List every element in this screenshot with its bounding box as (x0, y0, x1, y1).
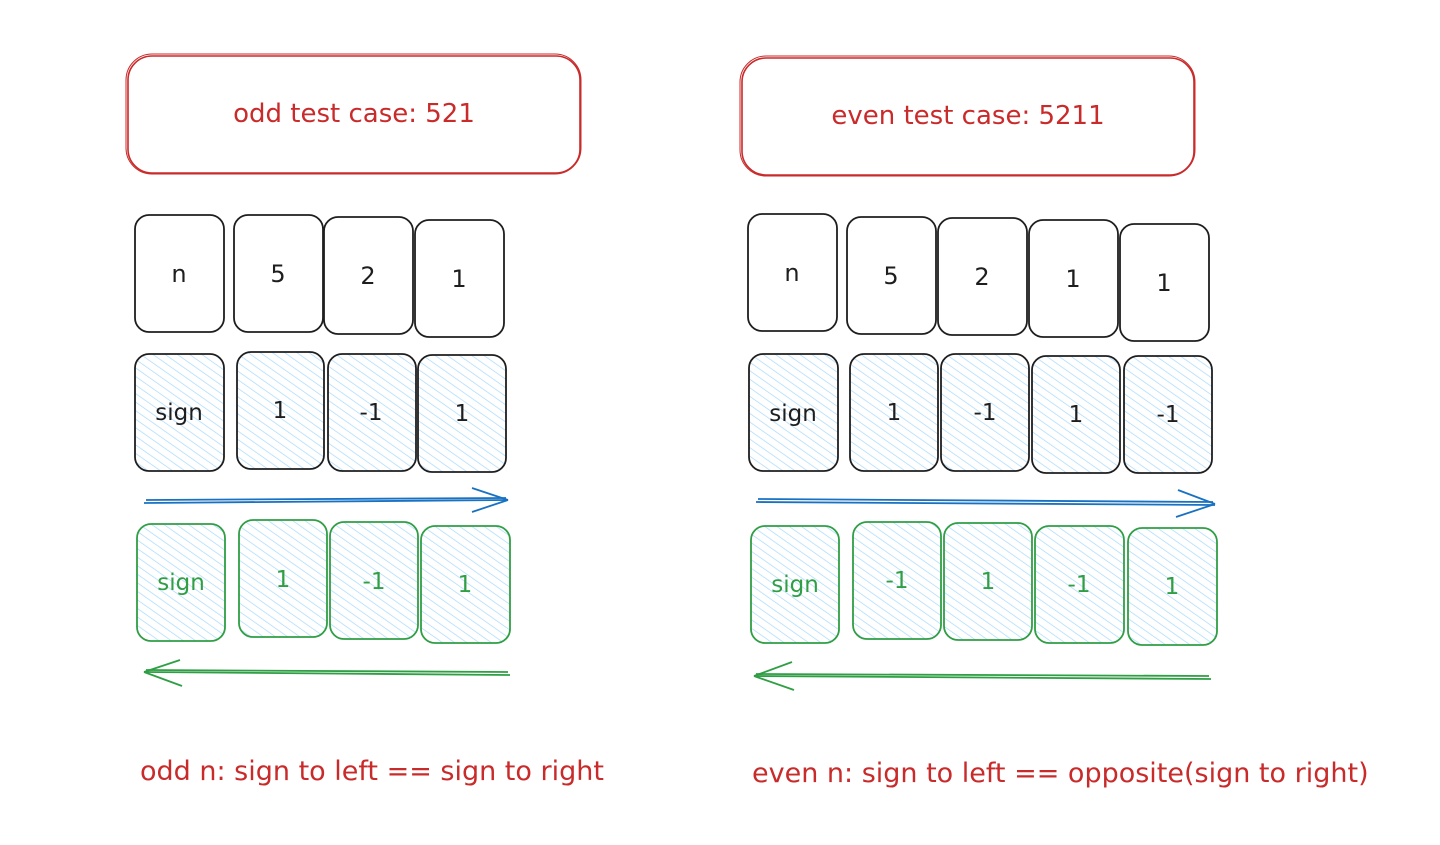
cell-text: 1 (1156, 269, 1171, 297)
cell-text: 2 (360, 262, 375, 290)
cell-n-odd-1: 5 (233, 214, 324, 333)
cell-n-even-0: n (747, 213, 838, 332)
cell-text: 1 (455, 401, 470, 427)
arrow-left-odd (143, 659, 511, 687)
n-row-even: n 5 2 1 1 (747, 213, 1210, 342)
cell-result-even-1: -1 (852, 521, 942, 640)
cell-result-odd-2: -1 (329, 521, 419, 640)
cell-sign-odd-3: 1 (417, 354, 507, 473)
title-odd: odd test case: 521 (233, 99, 475, 129)
cell-result-even-0: sign (750, 525, 840, 644)
cell-n-odd-3: 1 (414, 219, 505, 338)
cell-sign-odd-0: sign (134, 353, 225, 472)
cell-n-even-1: 5 (846, 216, 937, 335)
cell-sign-even-1: 1 (849, 353, 939, 472)
arrow-right-odd (143, 487, 509, 513)
cell-text: 1 (1165, 574, 1180, 600)
cell-text: -1 (974, 400, 997, 426)
cell-sign-even-4: -1 (1123, 355, 1213, 474)
cell-text: 1 (273, 398, 288, 424)
n-row-odd: n 5 2 1 (134, 214, 505, 338)
cell-text: 1 (451, 265, 466, 293)
panel-even: even test case: 5211 n 5 2 1 1 (739, 55, 1369, 789)
cell-text: 2 (974, 263, 989, 291)
cell-text: sign (769, 401, 817, 427)
cell-n-odd-0: n (134, 214, 225, 333)
caption-odd: odd n: sign to left == sign to right (140, 756, 604, 787)
cell-text: 1 (458, 572, 473, 598)
cell-text: 1 (981, 569, 996, 595)
result-row-odd: sign 1 -1 1 (136, 519, 511, 644)
cell-sign-even-2: -1 (940, 353, 1030, 472)
arrow-right-even (755, 489, 1216, 518)
cell-text: sign (155, 400, 203, 426)
cell-text: -1 (1068, 572, 1091, 598)
cell-n-even-4: 1 (1119, 223, 1210, 342)
cell-text: sign (157, 570, 205, 596)
cell-result-odd-1: 1 (238, 519, 328, 638)
cell-text: 5 (883, 262, 898, 290)
cell-text: 1 (887, 400, 902, 426)
title-even: even test case: 5211 (831, 101, 1104, 131)
cell-text: n (171, 260, 186, 288)
title-box-odd: odd test case: 521 (125, 53, 582, 175)
cell-sign-odd-1: 1 (236, 351, 325, 470)
cell-text: -1 (1157, 402, 1180, 428)
cell-result-even-3: -1 (1034, 525, 1125, 644)
cell-n-even-3: 1 (1028, 219, 1119, 338)
cell-text: 1 (276, 567, 291, 593)
cell-sign-even-3: 1 (1031, 355, 1121, 474)
cell-text: 1 (1065, 265, 1080, 293)
cell-text: 5 (270, 260, 285, 288)
caption-even: even n: sign to left == opposite(sign to… (752, 758, 1369, 789)
cell-n-odd-2: 2 (323, 216, 414, 335)
title-box-even: even test case: 5211 (739, 55, 1196, 177)
cell-result-odd-0: sign (136, 523, 226, 642)
cell-text: -1 (363, 569, 386, 595)
result-row-even: sign -1 1 -1 1 (750, 521, 1218, 646)
cell-text: n (784, 259, 799, 287)
cell-sign-even-0: sign (748, 353, 839, 472)
cell-sign-odd-2: -1 (327, 353, 417, 472)
sign-row-odd: sign 1 -1 1 (134, 351, 507, 473)
cell-text: sign (771, 572, 819, 598)
cell-n-even-2: 2 (937, 217, 1028, 336)
panel-odd: odd test case: 521 n 5 2 1 (125, 53, 604, 787)
cell-result-even-4: 1 (1127, 527, 1218, 646)
sign-row-even: sign 1 -1 1 -1 (748, 353, 1213, 474)
cell-result-odd-3: 1 (420, 525, 511, 644)
cell-text: -1 (886, 568, 909, 594)
cell-result-even-2: 1 (943, 522, 1033, 641)
cell-text: 1 (1069, 402, 1084, 428)
cell-text: -1 (360, 400, 383, 426)
arrow-left-even (753, 661, 1212, 691)
